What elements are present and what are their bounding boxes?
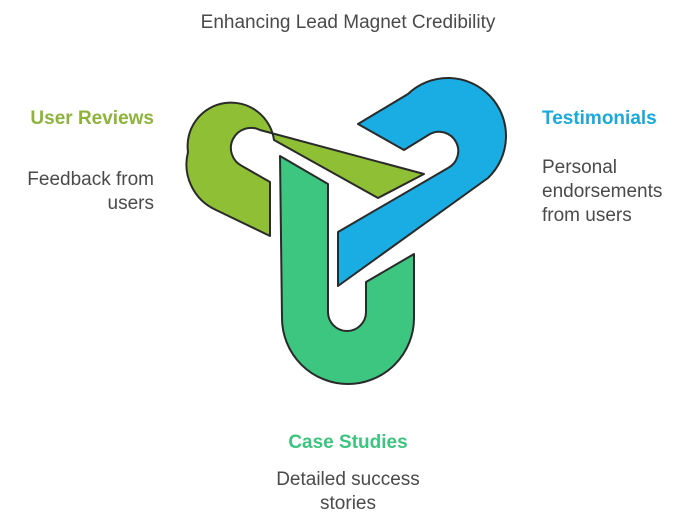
case-studies-label: Case Studies — [288, 432, 408, 453]
testimonials-desc-line: Personal — [542, 157, 617, 178]
user-reviews-description: Feedback from users — [0, 168, 154, 216]
case-studies-desc-line: Detailed success — [276, 469, 420, 490]
testimonials-desc-line: from users — [542, 205, 632, 226]
user-reviews-desc-line: users — [107, 193, 154, 214]
user-reviews-desc-line: Feedback from — [27, 169, 154, 190]
testimonials-description: Personal endorsements from users — [542, 156, 692, 228]
testimonials-label: Testimonials — [542, 108, 657, 129]
testimonials-desc-line: endorsements — [542, 181, 663, 202]
user-reviews-label: User Reviews — [30, 108, 154, 129]
case-studies-segment — [279, 155, 415, 385]
user-reviews-segment — [185, 101, 425, 237]
case-studies-description: Detailed success stories — [0, 468, 696, 516]
case-studies-desc-line: stories — [320, 493, 376, 514]
diagram-title: Enhancing Lead Magnet Credibility — [200, 12, 496, 33]
testimonials-segment — [337, 77, 507, 287]
